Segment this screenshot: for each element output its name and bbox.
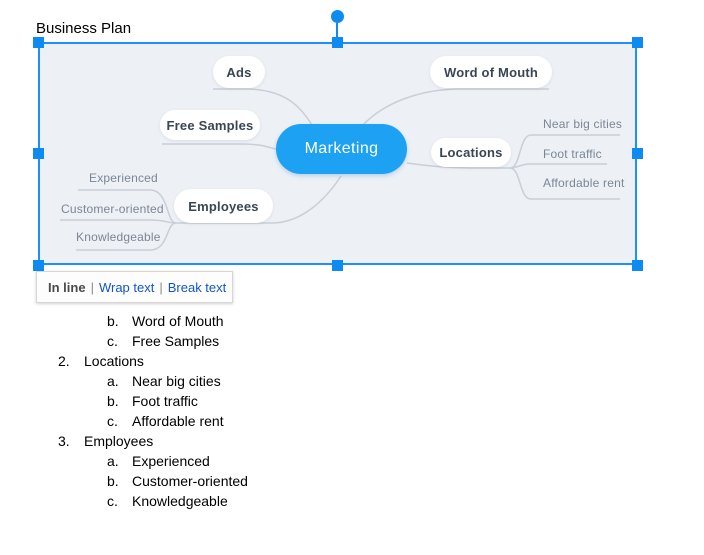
list-marker: b. [107, 393, 119, 409]
document-outline-list: b. Word of Mouth c. Free Samples 2. Locatio… [0, 311, 704, 511]
list-item-text[interactable]: Word of Mouth [132, 313, 224, 329]
list-item-text[interactable]: Affordable rent [132, 413, 224, 429]
list-marker: c. [107, 493, 118, 509]
resize-handle-bottom-right[interactable] [632, 260, 643, 271]
list-marker: b. [107, 313, 119, 329]
list-item-text[interactable]: Free Samples [132, 333, 220, 349]
list-item: b. Foot traffic [0, 391, 704, 411]
branch-lines [60, 88, 620, 251]
resize-handle-bottom-center[interactable] [332, 260, 343, 271]
rotate-handle[interactable] [331, 10, 344, 23]
resize-handle-top-right[interactable] [632, 37, 643, 48]
mindmap-leaf-customer-oriented: Customer-oriented [61, 202, 164, 216]
list-item: b. Word of Mouth [0, 311, 704, 331]
list-item: b. Customer-oriented [0, 471, 704, 491]
resize-handle-bottom-left[interactable] [33, 260, 44, 271]
mindmap-node-locations: Locations [431, 138, 511, 167]
mindmap-node-free-samples: Free Samples [160, 110, 260, 140]
list-item: 3. Employees [0, 431, 704, 451]
mindmap-node-marketing: Marketing [276, 124, 407, 174]
resize-handle-mid-right[interactable] [632, 148, 643, 159]
list-marker: b. [107, 473, 119, 489]
toolbar-separator: | [90, 279, 94, 295]
list-marker: a. [107, 453, 119, 469]
mindmap-leaf-foot-traffic: Foot traffic [543, 147, 602, 161]
document-heading[interactable]: Business Plan [36, 20, 132, 37]
list-item: c. Knowledgeable [0, 491, 704, 511]
mindmap-leaf-knowledgeable: Knowledgeable [76, 230, 161, 244]
resize-handle-top-left[interactable] [33, 37, 44, 48]
list-item: a. Near big cities [0, 371, 704, 391]
list-marker: 3. [58, 433, 70, 449]
toolbar-separator: | [159, 279, 163, 295]
list-item-text[interactable]: Employees [84, 433, 154, 449]
image-wrap-toolbar: In line | Wrap text | Break text [36, 271, 233, 303]
wrap-option-wrap-text[interactable]: Wrap text [98, 279, 155, 295]
mindmap-image[interactable]: Ads Word of Mouth Free Samples Marketing… [38, 42, 637, 265]
rotate-handle-stem [336, 23, 338, 42]
list-marker: a. [107, 373, 119, 389]
mindmap-node-employees: Employees [174, 189, 273, 223]
list-item-text[interactable]: Experienced [132, 453, 210, 469]
wrap-option-break-text[interactable]: Break text [167, 279, 227, 295]
wrap-option-inline[interactable]: In line [48, 279, 86, 295]
list-item: a. Experienced [0, 451, 704, 471]
resize-handle-mid-left[interactable] [33, 148, 44, 159]
list-item-text[interactable]: Foot traffic [132, 393, 198, 409]
list-item-text[interactable]: Knowledgeable [132, 493, 228, 509]
list-item-text[interactable]: Customer-oriented [132, 473, 248, 489]
list-item: 2. Locations [0, 351, 704, 371]
list-item-text[interactable]: Locations [84, 353, 144, 369]
mindmap-leaf-near-big-cities: Near big cities [543, 117, 623, 131]
list-item: c. Free Samples [0, 331, 704, 351]
list-marker: c. [107, 333, 118, 349]
mindmap-leaf-affordable-rent: Affordable rent [543, 176, 625, 190]
mindmap-node-ads: Ads [213, 56, 265, 88]
list-item-text[interactable]: Near big cities [132, 373, 221, 389]
resize-handle-top-center[interactable] [332, 37, 343, 48]
mindmap-canvas: Ads Word of Mouth Free Samples Marketing… [40, 44, 635, 263]
mindmap-node-word-of-mouth: Word of Mouth [430, 56, 552, 88]
mindmap-leaf-experienced: Experienced [89, 171, 158, 185]
list-item: c. Affordable rent [0, 411, 704, 431]
list-marker: 2. [58, 353, 70, 369]
list-marker: c. [107, 413, 118, 429]
